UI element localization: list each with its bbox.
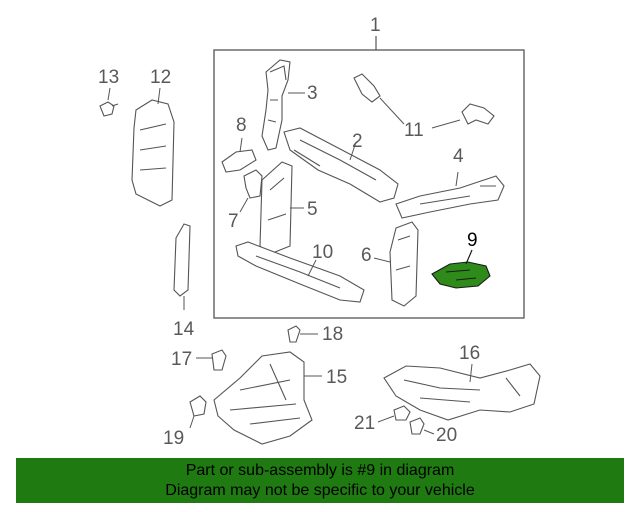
part-12-side-panel	[132, 100, 174, 206]
part-2-upper-support	[284, 128, 398, 202]
info-banner: Part or sub-assembly is #9 in diagram Di…	[16, 458, 624, 503]
part-21-clip	[394, 406, 410, 420]
part-9-highlighted-bracket	[432, 262, 490, 288]
part-11-bracket-a	[354, 74, 380, 102]
assembly-box	[213, 49, 525, 319]
part-4-side-member	[396, 176, 504, 218]
part-8-bracket	[222, 150, 256, 172]
part-3-bracket	[262, 60, 290, 150]
callout-5: 5	[307, 199, 318, 220]
part-20-clip	[410, 418, 424, 434]
callout-2: 2	[352, 131, 363, 152]
banner-line-1: Part or sub-assembly is #9 in diagram	[185, 462, 455, 479]
part-13-bolt	[100, 102, 118, 116]
callout-6: 6	[361, 245, 372, 266]
callout-12: 12	[150, 67, 172, 88]
part-5-vertical-support	[260, 162, 292, 254]
callout-13: 13	[98, 67, 120, 88]
callout-1: 1	[370, 15, 381, 36]
callout-3: 3	[307, 83, 318, 104]
callout-19: 19	[163, 428, 185, 449]
part-14-bracket	[174, 224, 190, 296]
part-19-clip	[190, 396, 206, 416]
callout-4: 4	[453, 146, 464, 167]
callout-20: 20	[436, 425, 458, 446]
callout-21: 21	[354, 413, 376, 434]
callout-8: 8	[236, 115, 247, 136]
part-18-bolt	[288, 326, 300, 342]
callout-15: 15	[326, 367, 348, 388]
part-7-clip	[244, 170, 262, 198]
part-15-under-cover	[214, 352, 312, 444]
part-11-bracket-b	[462, 104, 494, 124]
part-17-bolt	[212, 350, 226, 370]
callout-18: 18	[322, 324, 344, 345]
part-10-lower-support	[236, 242, 364, 302]
callout-16: 16	[459, 343, 481, 364]
part-6-bracket	[390, 222, 418, 306]
parts-diagram	[0, 36, 640, 452]
callout-14: 14	[173, 319, 195, 340]
callout-10: 10	[312, 242, 334, 263]
callout-9: 9	[467, 230, 478, 251]
callout-7: 7	[228, 211, 239, 232]
callout-17: 17	[171, 349, 193, 370]
part-16-under-cover	[384, 364, 540, 420]
callout-11: 11	[404, 120, 424, 141]
banner-line-2: Diagram may not be specific to your vehi…	[165, 482, 475, 499]
